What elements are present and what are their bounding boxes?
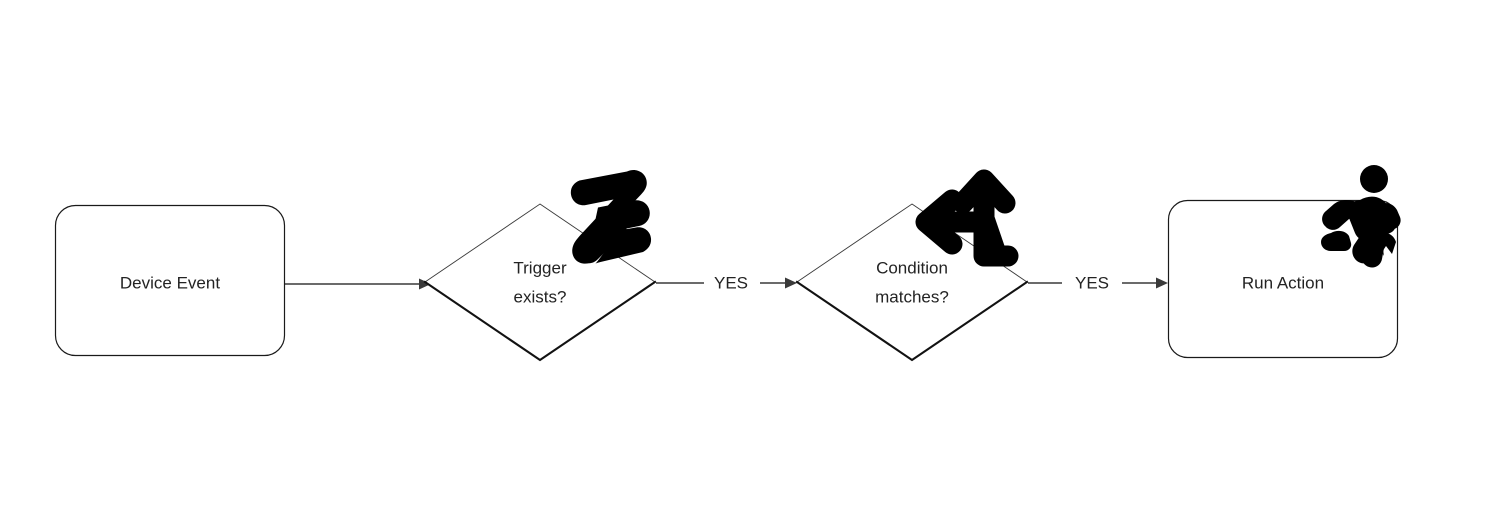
node-condition-matches[interactable]: Condition matches? xyxy=(795,203,1029,362)
trigger-exists-shape-shadow xyxy=(423,280,657,362)
lightning-bolt-glyph-tail xyxy=(576,210,627,264)
edge-condition-to-run-action: YES xyxy=(1028,273,1168,292)
arrowhead-2 xyxy=(785,277,797,289)
running-person-arm-back xyxy=(1322,199,1358,230)
run-action-label: Run Action xyxy=(1242,273,1324,292)
edge-device-event-to-trigger xyxy=(285,278,431,290)
device-event-label: Device Event xyxy=(120,273,220,292)
trigger-exists-label-line-1: Trigger xyxy=(513,258,567,277)
running-person-head xyxy=(1360,165,1388,193)
running-person-arm-front xyxy=(1377,202,1401,230)
node-device-event[interactable]: Device Event xyxy=(54,204,286,357)
edge-trigger-to-condition: YES xyxy=(656,273,797,292)
condition-matches-shape-shadow xyxy=(795,280,1029,362)
edge-label-yes-2: YES xyxy=(1075,273,1109,292)
device-event-shape[interactable] xyxy=(54,204,286,357)
arrowhead-3 xyxy=(1156,277,1168,289)
lightning-bolt-icon xyxy=(570,170,652,264)
running-person-shin xyxy=(1361,238,1384,268)
branch-arrow-icon xyxy=(915,169,1019,267)
branch-arrow-stem xyxy=(973,175,1019,267)
branch-arrow-head-left xyxy=(915,189,963,255)
condition-matches-label-line-1: Condition xyxy=(876,258,948,277)
trigger-exists-label-line-2: exists? xyxy=(514,287,567,306)
condition-matches-label-line-2: matches? xyxy=(875,287,949,306)
branch-arrow-head-up xyxy=(952,169,1016,214)
edge-label-yes-1: YES xyxy=(714,273,748,292)
arrowhead-1 xyxy=(419,278,431,290)
running-person-trailing-foot xyxy=(1321,230,1352,251)
running-person-icon xyxy=(1321,165,1401,268)
